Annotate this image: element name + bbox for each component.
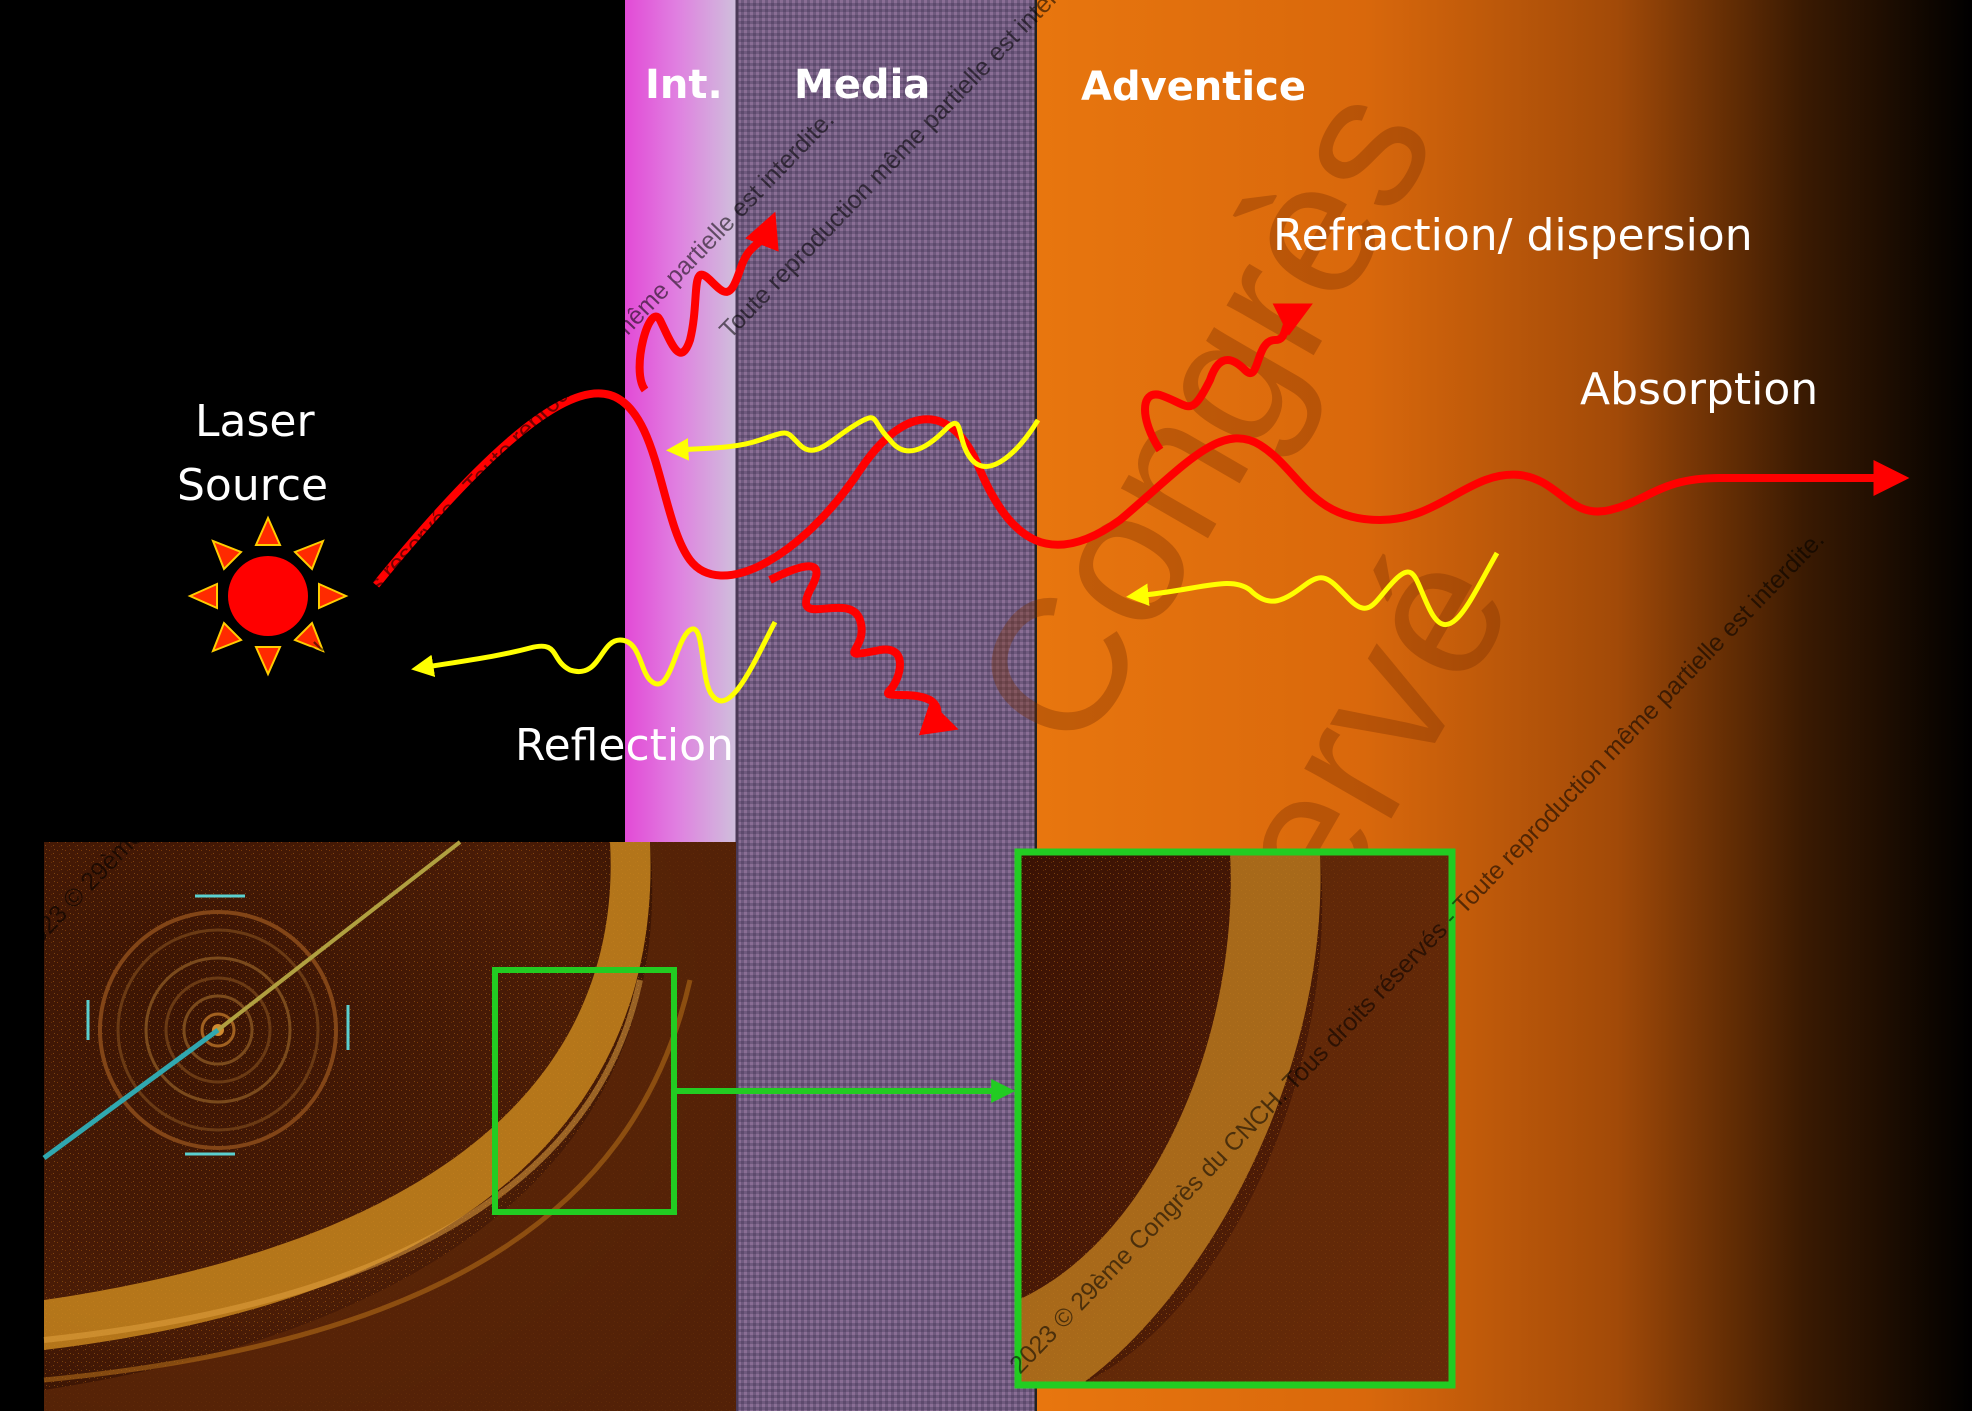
adventice-label: Adventice <box>1081 64 1306 110</box>
absorption-label: Absorption <box>1580 364 1818 415</box>
laser-source-label-line1: Laser <box>195 396 315 447</box>
refraction-label: Refraction/ dispersion <box>1273 210 1753 261</box>
reflection-label: Reflection <box>515 720 734 771</box>
media-label: Media <box>794 62 930 108</box>
laser-source-label-line2: Source <box>177 460 328 511</box>
oct-image <box>44 842 736 1411</box>
intima-label: Int. <box>645 62 723 108</box>
